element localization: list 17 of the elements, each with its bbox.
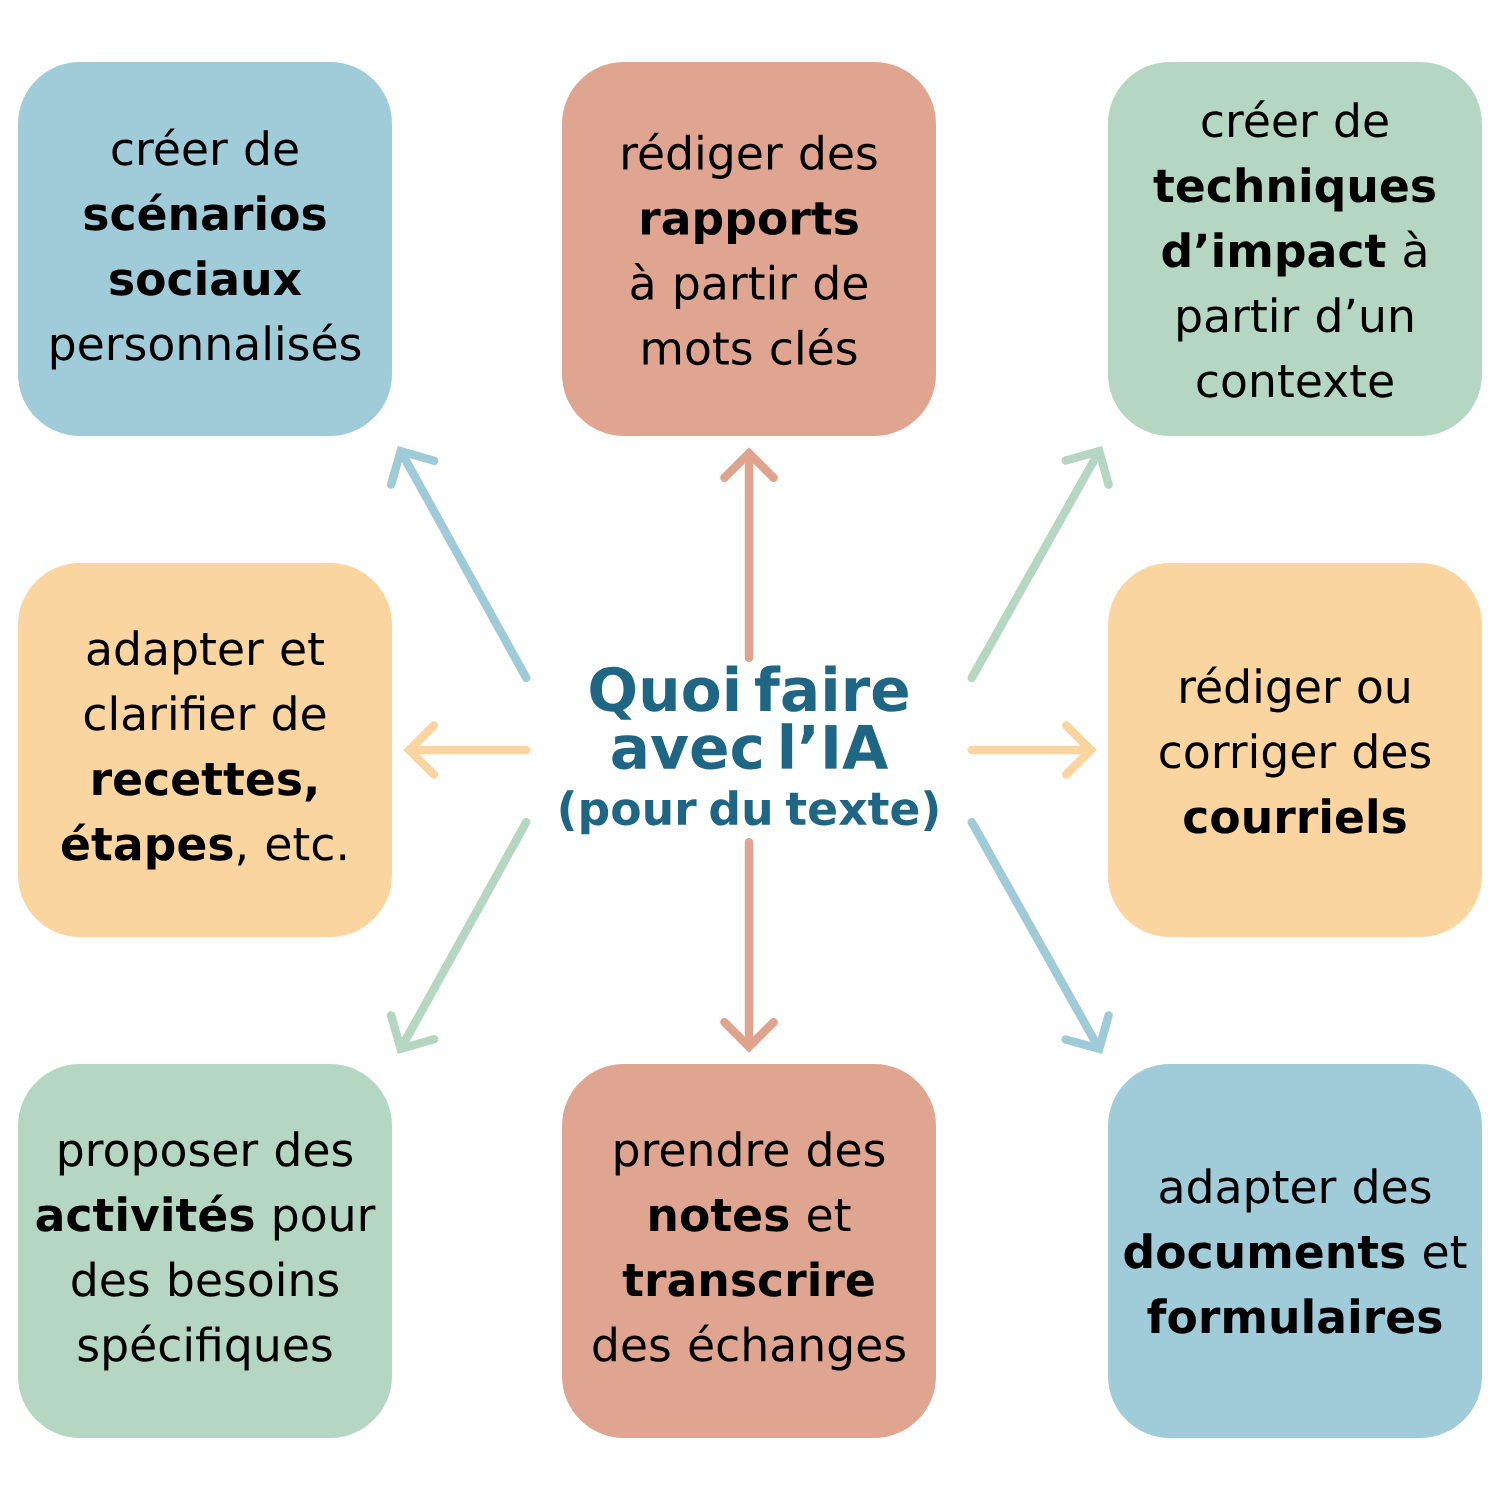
rounded-box: adapter et clarifier de recettes, étapes, etc. bbox=[18, 563, 392, 937]
rounded-box: créer de scénarios sociaux personnalisés bbox=[18, 62, 392, 436]
central-topic: Quoi faire avec l’IA (pour du texte) bbox=[560, 665, 938, 835]
arrow bbox=[403, 721, 531, 779]
rounded-box: rédiger des rapports à partir de mots clés bbox=[562, 62, 936, 436]
arrow bbox=[720, 837, 778, 1053]
arrow bbox=[720, 447, 778, 663]
arrow bbox=[386, 817, 531, 1055]
arrow bbox=[967, 445, 1113, 683]
rounded-box: adapter des documents et formulaires bbox=[1108, 1064, 1482, 1438]
arrow bbox=[386, 445, 531, 683]
arrow bbox=[967, 817, 1113, 1055]
rounded-box: proposer des activités pour des besoins spécifiques bbox=[18, 1064, 392, 1438]
rounded-box: créer de techniques d’impact à partir d’un contexte bbox=[1108, 62, 1482, 436]
rounded-box: prendre des notes et transcrire des échanges bbox=[562, 1064, 936, 1438]
rounded-box: rédiger ou corriger des courriels bbox=[1108, 563, 1482, 937]
arrow bbox=[967, 721, 1097, 779]
